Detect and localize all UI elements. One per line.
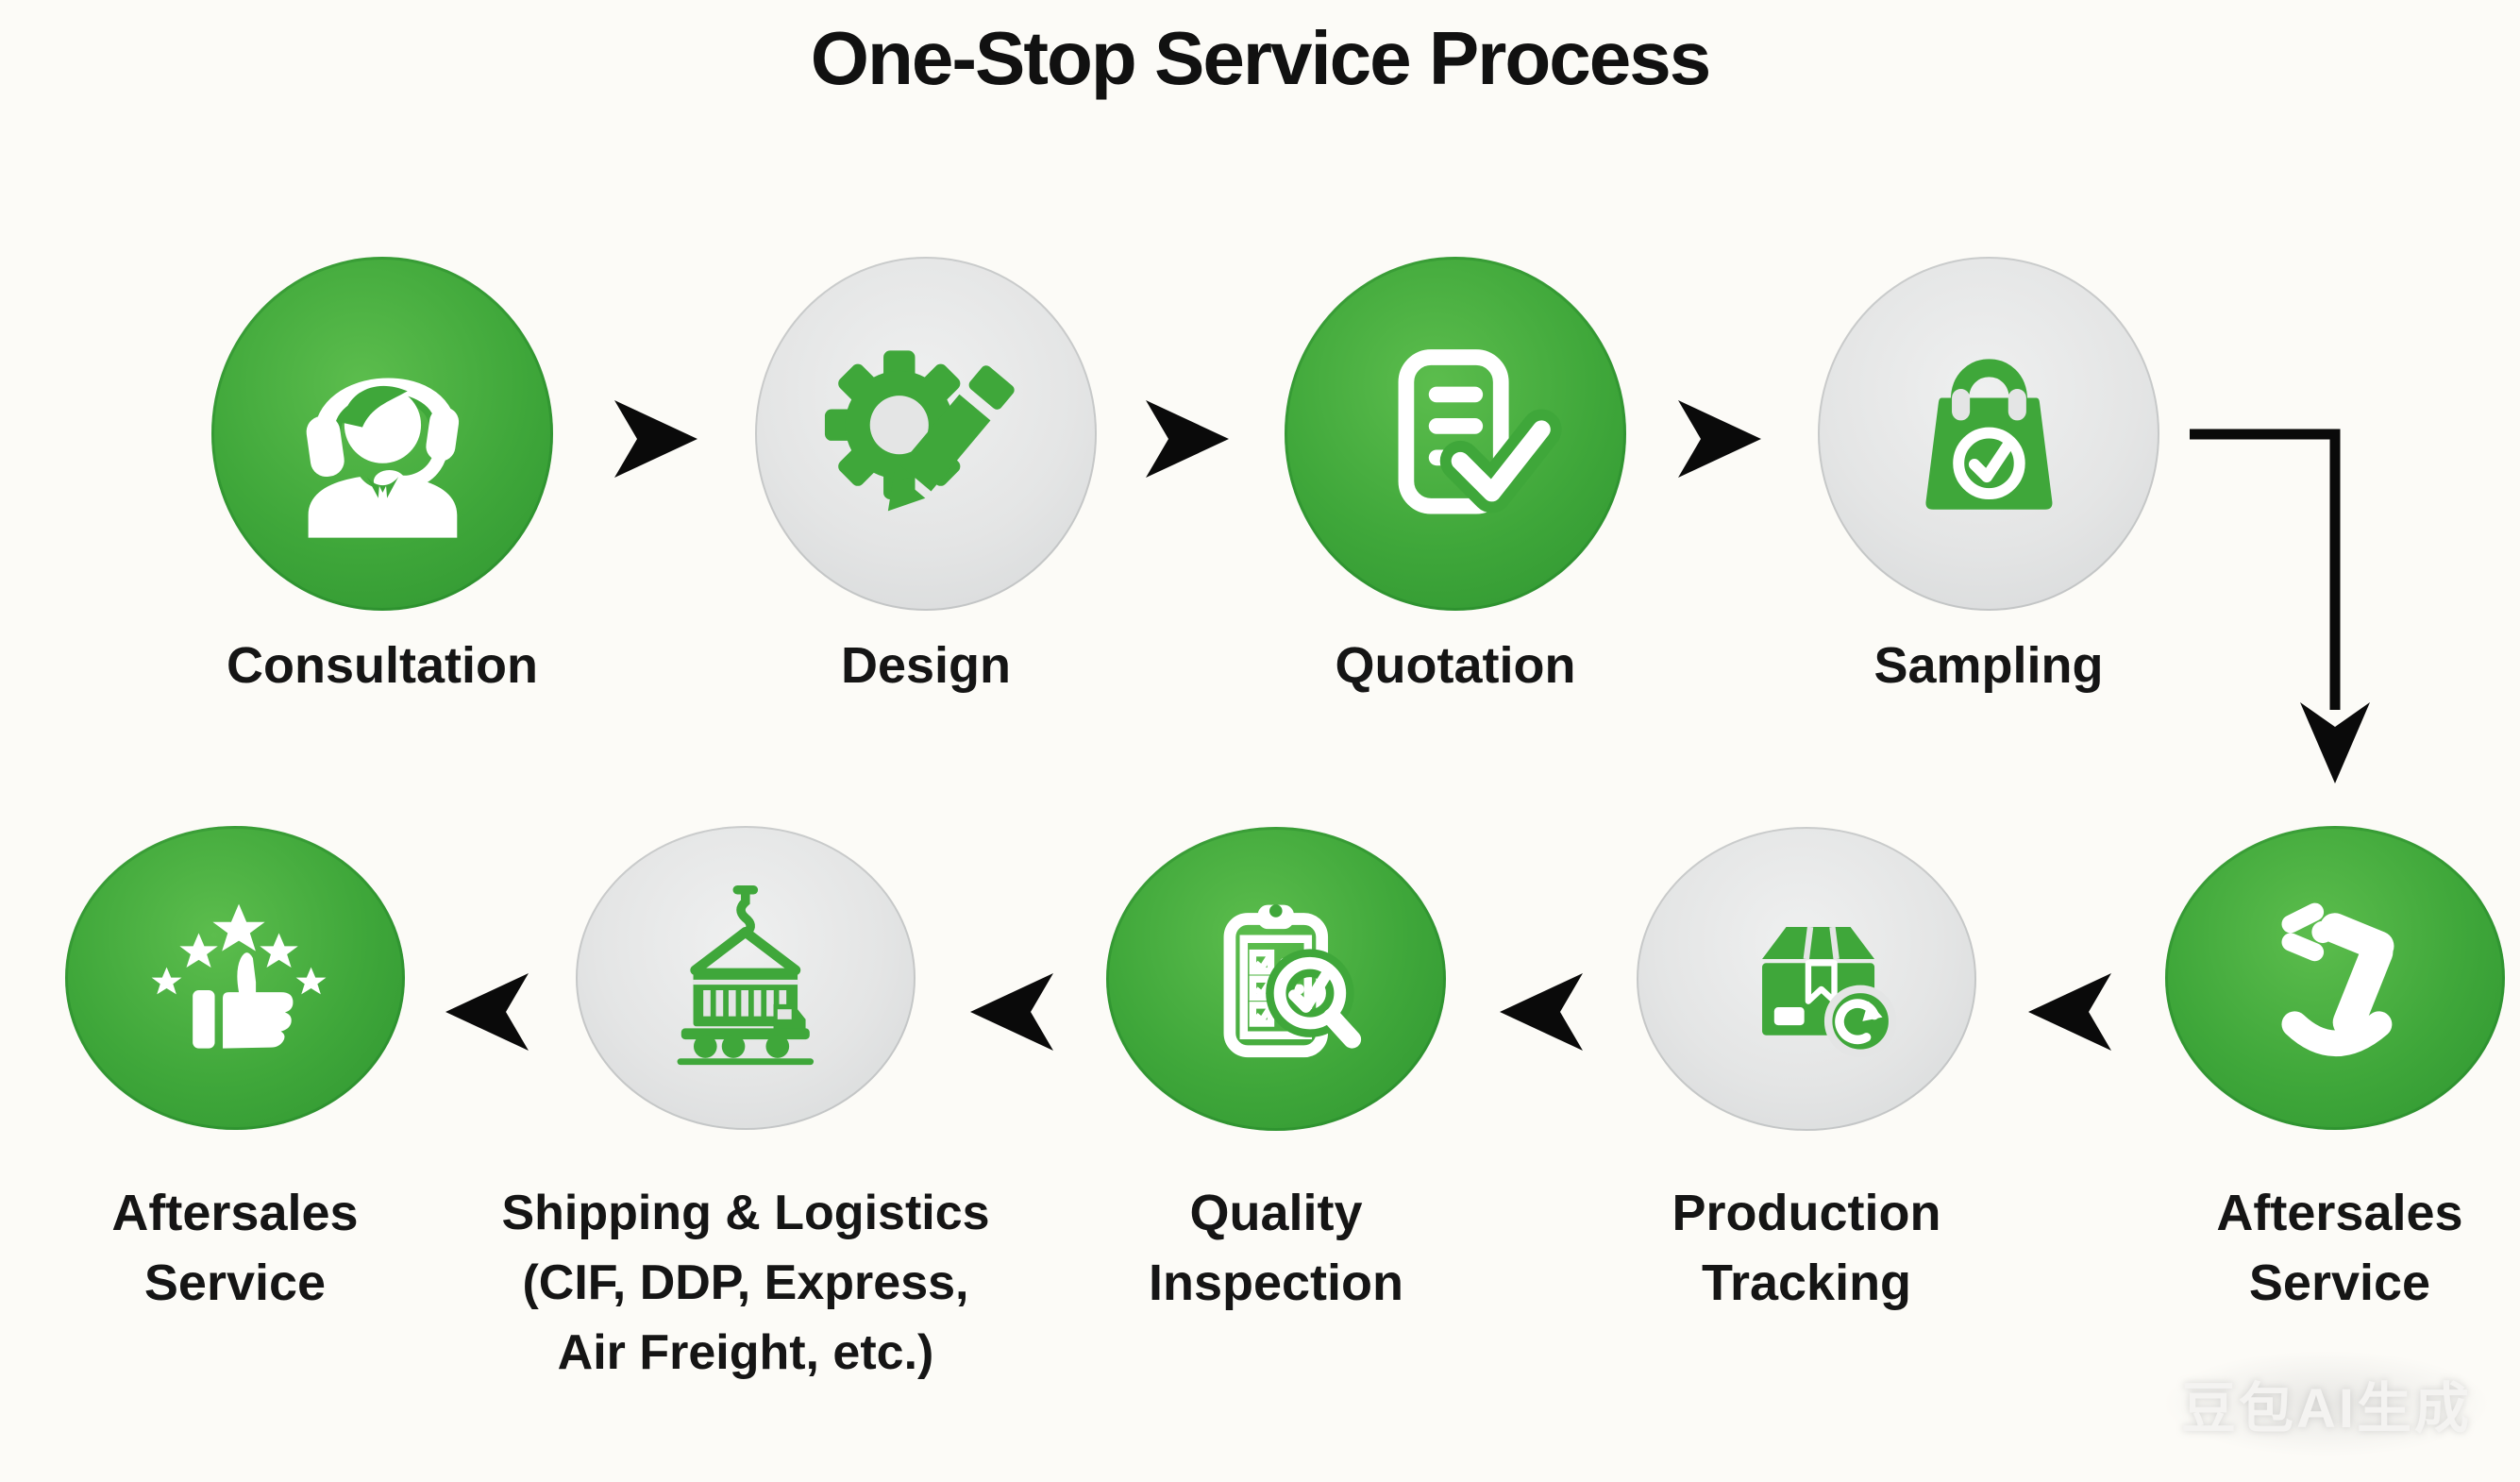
label-line: Tracking [1701, 1255, 1912, 1311]
label-line: (CIF, DDP, Express, [522, 1255, 969, 1310]
gear-pencil-icon [824, 350, 1015, 512]
arrow-aftersales-to-production [2028, 973, 2111, 1051]
production-tracking-circle [1637, 827, 1976, 1131]
step-aftersales-left [65, 826, 405, 1130]
step-quotation [1285, 257, 1626, 611]
aftersales-right-circle [2165, 826, 2505, 1130]
clipboard-magnifier-icon [1223, 903, 1362, 1057]
step-consultation-label: Consultation [146, 631, 618, 700]
label-line: Air Freight, etc.) [557, 1325, 934, 1380]
step-aftersales-left-label: Aftersales Service [0, 1178, 528, 1318]
quality-inspection-circle [1106, 827, 1446, 1131]
step-shipping-logistics [576, 826, 916, 1130]
container-truck-icon [677, 884, 815, 1065]
robotic-arm-icon [2281, 902, 2394, 1056]
label-line: Aftersales [111, 1185, 359, 1241]
page-title: One-Stop Service Process [810, 16, 1711, 100]
label-line: Sampling [1873, 637, 2104, 694]
support-agent-icon [306, 378, 459, 538]
step-quality-inspection [1106, 827, 1446, 1131]
step-consultation [211, 257, 553, 611]
step-aftersales-right [2165, 826, 2505, 1130]
ai-watermark: 豆包AI生成 [2166, 1352, 2487, 1456]
consultation-circle [211, 257, 553, 611]
shipping-logistics-circle [576, 826, 916, 1130]
label-line: Inspection [1148, 1255, 1404, 1311]
step-design [755, 257, 1097, 611]
connector-sampling-down [2190, 429, 2370, 783]
label-line: Aftersales [2216, 1185, 2463, 1241]
label-line: Quality [1189, 1185, 1363, 1241]
thumbs-up-stars-icon [151, 903, 327, 1049]
step-aftersales-right-label: Aftersales Service [2047, 1178, 2520, 1318]
label-line: Production [1672, 1185, 1941, 1241]
step-quality-inspection-label: Quality Inspection [983, 1178, 1569, 1318]
shopping-bag-check-icon [1925, 359, 2052, 510]
step-design-label: Design [690, 631, 1162, 700]
label-line: Service [143, 1255, 327, 1311]
label-line: Service [2248, 1255, 2431, 1311]
package-refresh-icon [1762, 926, 1897, 1057]
arrow-quotation-to-sampling [1678, 400, 1761, 478]
quotation-circle [1285, 257, 1626, 611]
arrow-production-to-quality [1500, 973, 1583, 1051]
label-line: Design [840, 637, 1012, 694]
label-line: Consultation [227, 637, 538, 694]
arrow-consultation-to-design [614, 400, 697, 478]
label-line: Quotation [1335, 637, 1576, 694]
step-sampling-label: Sampling [1753, 631, 2225, 700]
step-quotation-label: Quotation [1219, 631, 1691, 700]
step-production-tracking-label: Production Tracking [1514, 1178, 2099, 1318]
arrow-shipping-to-aftersales [445, 973, 529, 1051]
aftersales-left-circle [65, 826, 405, 1130]
sampling-circle [1818, 257, 2159, 611]
arrow-design-to-quotation [1146, 400, 1229, 478]
label-line: Shipping & Logistics [501, 1186, 990, 1240]
arrow-quality-to-shipping [970, 973, 1053, 1051]
step-sampling [1818, 257, 2159, 611]
design-circle [755, 257, 1097, 611]
document-check-icon [1398, 348, 1562, 514]
step-production-tracking [1637, 827, 1976, 1131]
step-shipping-logistics-label: Shipping & Logistics (CIF, DDP, Express,… [453, 1178, 1038, 1388]
